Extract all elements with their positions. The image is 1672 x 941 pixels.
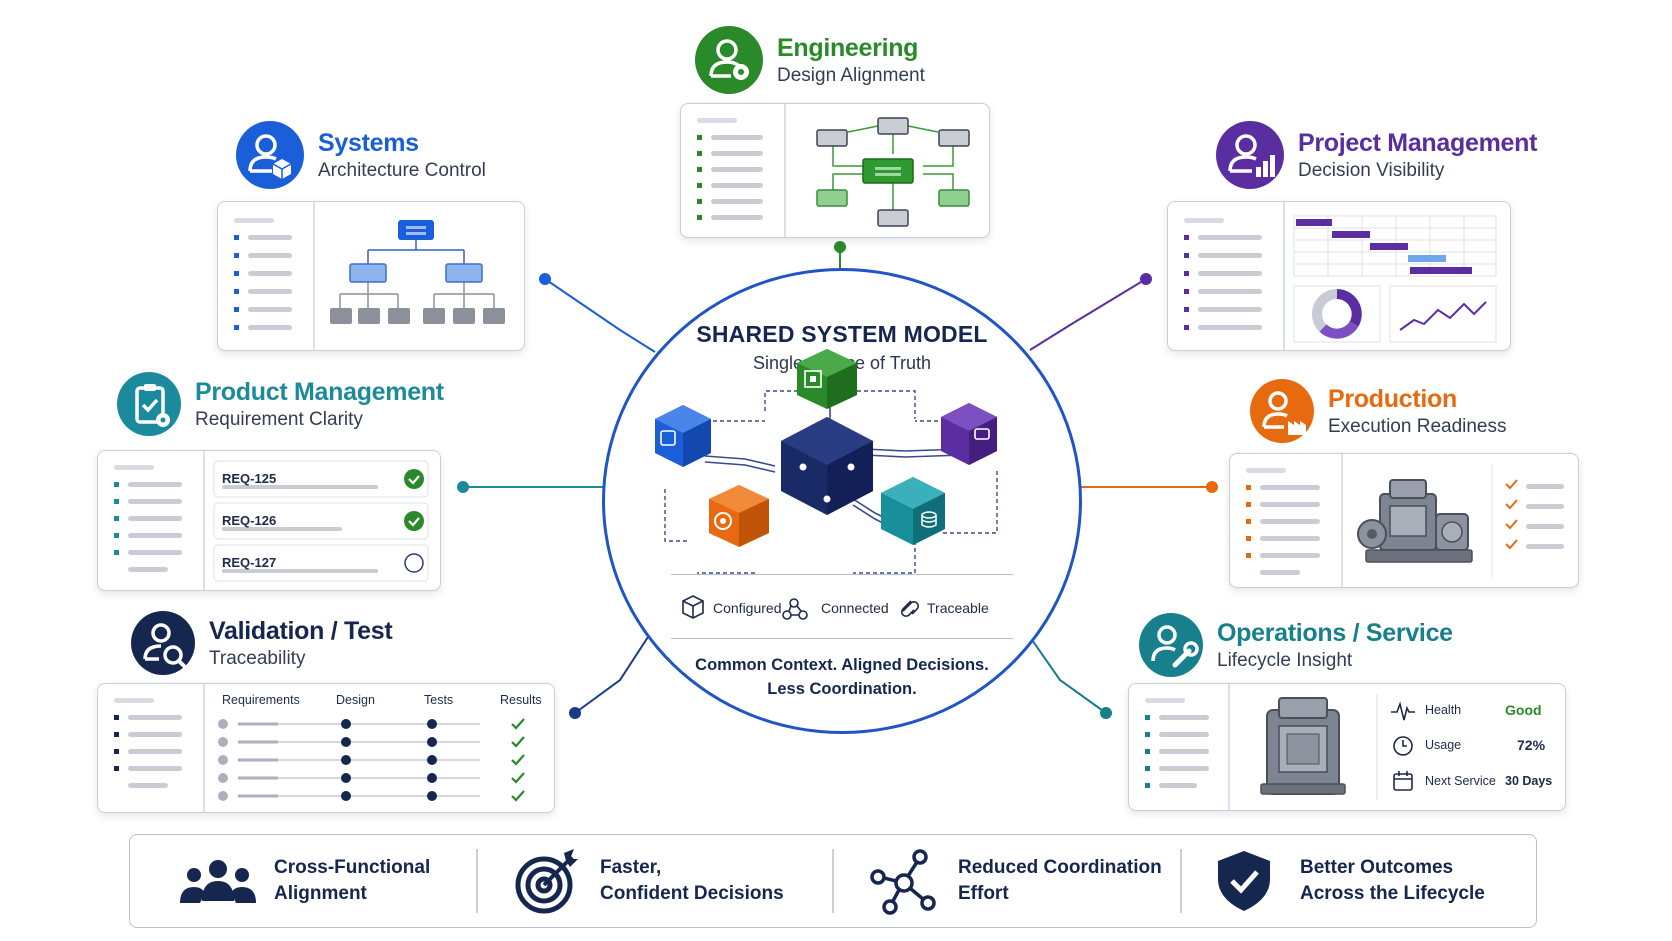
- product-subtitle: Requirement Clarity: [195, 408, 363, 430]
- hub-footer-line1: Common Context. Aligned Decisions.: [695, 656, 989, 674]
- production-card: [1229, 453, 1579, 588]
- operations-title: Operations / Service: [1217, 618, 1453, 647]
- metric-label: Next Service: [1425, 774, 1496, 788]
- benefit-item: Faster, Confident Decisions: [514, 835, 814, 927]
- hub-footer-line2: Less Coordination.: [767, 680, 917, 698]
- person-gear-icon: [695, 26, 763, 94]
- validation-header: Validation / Test Traceability: [131, 611, 393, 675]
- metric-value-health: Good: [1505, 702, 1542, 718]
- clipboard-check-icon: [117, 372, 181, 436]
- machine-illustration: [1357, 479, 1473, 563]
- engineering-card: [680, 103, 990, 238]
- requirement-id: REQ-127: [222, 555, 277, 570]
- column-header: Requirements: [222, 693, 300, 707]
- project-subtitle: Decision Visibility: [1298, 159, 1445, 181]
- feature-label: Connected: [821, 600, 889, 616]
- person-factory-icon: [1250, 379, 1314, 443]
- project-title: Project Management: [1298, 128, 1538, 157]
- benefit-line2: Alignment: [274, 883, 367, 904]
- project-card: [1167, 201, 1511, 351]
- benefit-line1: Better Outcomes: [1300, 857, 1454, 878]
- benefit-item: Cross-Functional Alignment: [170, 835, 470, 927]
- shield-check-icon: [1218, 851, 1270, 911]
- operations-card: Health Good Usage 72% Next Service 30 Da…: [1128, 683, 1566, 811]
- product-title: Product Management: [195, 377, 444, 406]
- production-subtitle: Execution Readiness: [1328, 415, 1507, 437]
- metric-value-service: 30 Days: [1505, 774, 1553, 788]
- product-card: REQ-125 REQ-126 REQ-127: [97, 450, 441, 591]
- benefit-line1: Faster,: [600, 857, 662, 878]
- validation-card: Requirements Design Tests Results: [97, 683, 555, 813]
- column-header: Results: [500, 693, 542, 707]
- hub-title: SHARED SYSTEM MODEL: [696, 321, 988, 347]
- feature-label: Traceable: [927, 600, 989, 616]
- benefits-bar: Cross-Functional Alignment Faster, Confi…: [129, 834, 1537, 928]
- systems-title: Systems: [318, 128, 419, 157]
- wrench-icon: [1139, 613, 1203, 677]
- equipment-illustration: [1260, 697, 1346, 795]
- benefit-item: Better Outcomes Across the Lifecycle: [1214, 835, 1524, 927]
- benefit-item: Reduced Coordination Effort: [870, 835, 1190, 927]
- systems-subtitle: Architecture Control: [318, 159, 486, 181]
- team-icon: [180, 860, 256, 903]
- operations-header: Operations / Service Lifecycle Insight: [1139, 613, 1453, 677]
- metric-label: Usage: [1425, 738, 1462, 752]
- engineering-header: Engineering Design Alignment: [695, 26, 925, 94]
- systems-header: Systems Architecture Control: [236, 121, 486, 189]
- product-header: Product Management Requirement Clarity: [117, 372, 444, 436]
- benefit-line2: Confident Decisions: [600, 883, 784, 904]
- operations-subtitle: Lifecycle Insight: [1217, 649, 1353, 671]
- systems-card: [217, 201, 525, 351]
- metric-value-usage: 72%: [1517, 737, 1546, 753]
- person-chart-icon: [1216, 121, 1284, 189]
- validation-subtitle: Traceability: [209, 647, 306, 669]
- target-icon: [515, 849, 578, 914]
- engineering-title: Engineering: [777, 33, 919, 62]
- benefit-line1: Cross-Functional: [274, 857, 431, 878]
- column-header: Design: [336, 693, 375, 707]
- benefit-line2: Across the Lifecycle: [1300, 883, 1485, 904]
- person-magnifier-icon: [131, 611, 195, 675]
- production-title: Production: [1328, 384, 1457, 413]
- project-header: Project Management Decision Visibility: [1216, 121, 1537, 189]
- validation-title: Validation / Test: [209, 616, 393, 645]
- metric-label: Health: [1425, 703, 1462, 717]
- production-header: Production Execution Readiness: [1250, 379, 1507, 443]
- benefit-line2: Effort: [958, 883, 1009, 904]
- engineering-subtitle: Design Alignment: [777, 64, 925, 86]
- cube-network-graphic: [655, 349, 998, 620]
- column-header: Tests: [424, 693, 454, 707]
- person-cube-icon: [236, 121, 304, 189]
- benefit-line1: Reduced Coordination: [958, 857, 1162, 878]
- feature-label: Configured: [713, 600, 782, 616]
- shared-system-model-hub: SHARED SYSTEM MODEL Single Source of Tru…: [602, 268, 1082, 734]
- requirement-id: REQ-125: [222, 471, 277, 486]
- network-icon: [870, 849, 936, 915]
- requirement-id: REQ-126: [222, 513, 277, 528]
